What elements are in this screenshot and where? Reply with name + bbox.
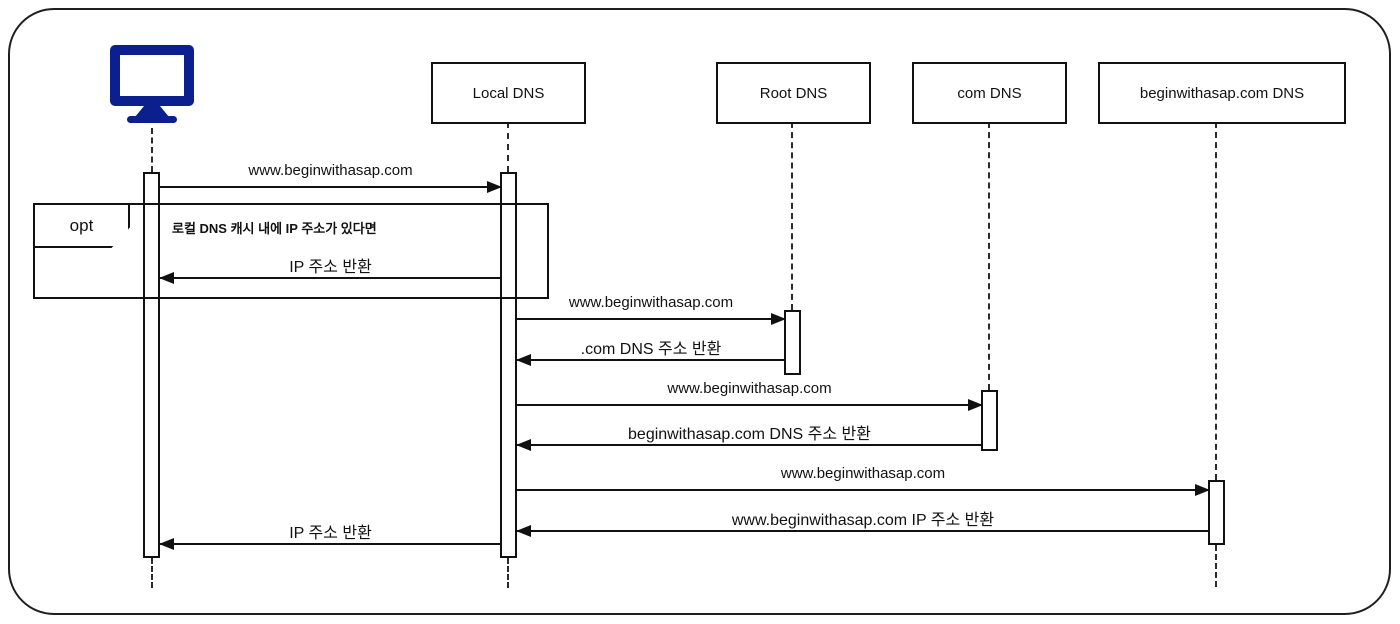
opt-operator-label: opt bbox=[33, 203, 130, 248]
opt-fragment: opt 로컬 DNS 캐시 내에 IP 주소가 있다면 bbox=[33, 203, 549, 299]
message-label: www.beginwithasap.com bbox=[667, 380, 832, 397]
message-label: IP 주소 반환 bbox=[289, 259, 372, 276]
message-line bbox=[516, 439, 982, 451]
message-label: beginwithasap.com DNS 주소 반환 bbox=[628, 426, 871, 443]
message-label: www.beginwithasap.com IP 주소 반환 bbox=[731, 512, 995, 529]
lifeline-local-dns bbox=[507, 122, 509, 172]
actor-label-root-dns: Root DNS bbox=[759, 84, 828, 102]
arrowhead-left-icon bbox=[516, 354, 531, 366]
arrowhead-right-icon bbox=[1195, 484, 1210, 496]
computer-icon bbox=[110, 45, 194, 123]
message-line bbox=[516, 354, 785, 366]
message-label: www.beginwithasap.com bbox=[780, 465, 946, 482]
lifeline-local-dns bbox=[507, 558, 509, 588]
activation-bar-client bbox=[143, 172, 160, 558]
arrowhead-left-icon bbox=[516, 439, 531, 451]
message-line bbox=[517, 399, 983, 411]
opt-guard-condition: 로컬 DNS 캐시 내에 IP 주소가 있다면 bbox=[172, 221, 377, 236]
message-line bbox=[516, 525, 1209, 537]
message-label: IP 주소 반환 bbox=[289, 525, 372, 542]
message-line bbox=[160, 181, 502, 193]
lifeline-beginwithasap-dns bbox=[1215, 545, 1217, 587]
actor-box-root-dns: Root DNS bbox=[716, 62, 871, 124]
arrowhead-right-icon bbox=[771, 313, 786, 325]
lifeline-client bbox=[151, 558, 153, 588]
message-label: .com DNS 주소 반환 bbox=[580, 341, 722, 358]
arrowhead-left-icon bbox=[516, 525, 531, 537]
lifeline-client bbox=[151, 128, 153, 172]
actor-box-local-dns: Local DNS bbox=[431, 62, 586, 124]
message-label: www.beginwithasap.com bbox=[568, 294, 734, 311]
activation-bar-com-dns bbox=[981, 390, 998, 451]
actor-box-com-dns: com DNS bbox=[912, 62, 1067, 124]
actor-label-beginwithasap-dns: beginwithasap.com DNS bbox=[1139, 84, 1305, 102]
lifeline-com-dns bbox=[988, 122, 990, 390]
lifeline-beginwithasap-dns bbox=[1215, 122, 1217, 480]
message-line bbox=[159, 538, 501, 550]
activation-bar-root-dns bbox=[784, 310, 801, 375]
arrowhead-left-icon bbox=[159, 538, 174, 550]
arrowhead-right-icon bbox=[968, 399, 983, 411]
actor-label-com-dns: com DNS bbox=[957, 84, 1022, 102]
actor-label-local-dns: Local DNS bbox=[472, 84, 545, 102]
message-label: www.beginwithasap.com bbox=[248, 162, 413, 179]
message-line bbox=[159, 272, 501, 284]
arrowhead-left-icon bbox=[159, 272, 174, 284]
actor-box-beginwithasap-dns: beginwithasap.com DNS bbox=[1098, 62, 1346, 124]
activation-bar-beginwithasap-dns bbox=[1208, 480, 1225, 545]
lifeline-root-dns bbox=[791, 122, 793, 310]
message-line bbox=[517, 313, 786, 325]
arrowhead-right-icon bbox=[487, 181, 502, 193]
message-line bbox=[517, 484, 1210, 496]
